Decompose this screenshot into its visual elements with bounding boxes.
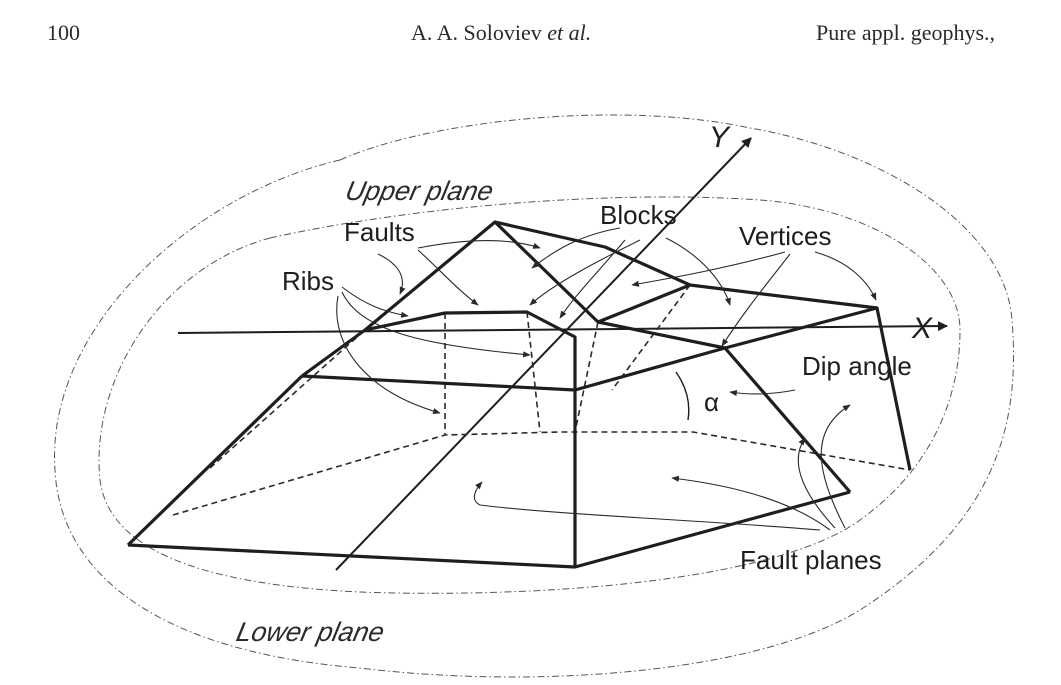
leader-arrows [336, 227, 877, 531]
hidden-edges [172, 284, 911, 516]
lower-plane-label: Lower plane [234, 616, 388, 647]
faults-label: Faults [344, 217, 415, 247]
y-axis [335, 137, 752, 571]
running-authors: A. A. Soloviev et al. [411, 20, 591, 46]
authors-name: A. A. Soloviev [411, 20, 548, 45]
page-number: 100 [47, 20, 80, 45]
blocks-label: Blocks [600, 200, 677, 230]
authors-etal: et al. [547, 20, 592, 45]
alpha-label: α [704, 387, 719, 417]
dip-angle-reference [575, 390, 693, 432]
upper-plane-outline [54, 114, 1014, 678]
vertices-label: Vertices [739, 221, 832, 251]
journal-name: Pure appl. geophys., [816, 20, 996, 45]
solid-edges [126, 220, 912, 569]
x-axis-label: X [911, 312, 933, 345]
lower-plane-outline [98, 196, 961, 594]
upper-plane-label: Upper plane [343, 175, 497, 206]
y-axis-label: Y [709, 121, 731, 154]
fault-planes-label: Fault planes [740, 545, 882, 575]
dip-angle-label: Dip angle [802, 351, 912, 381]
ribs-label: Ribs [282, 266, 334, 296]
page-header: 100 A. A. Soloviev et al. Pure appl. geo… [0, 20, 1061, 50]
dip-angle-arc [675, 371, 690, 421]
